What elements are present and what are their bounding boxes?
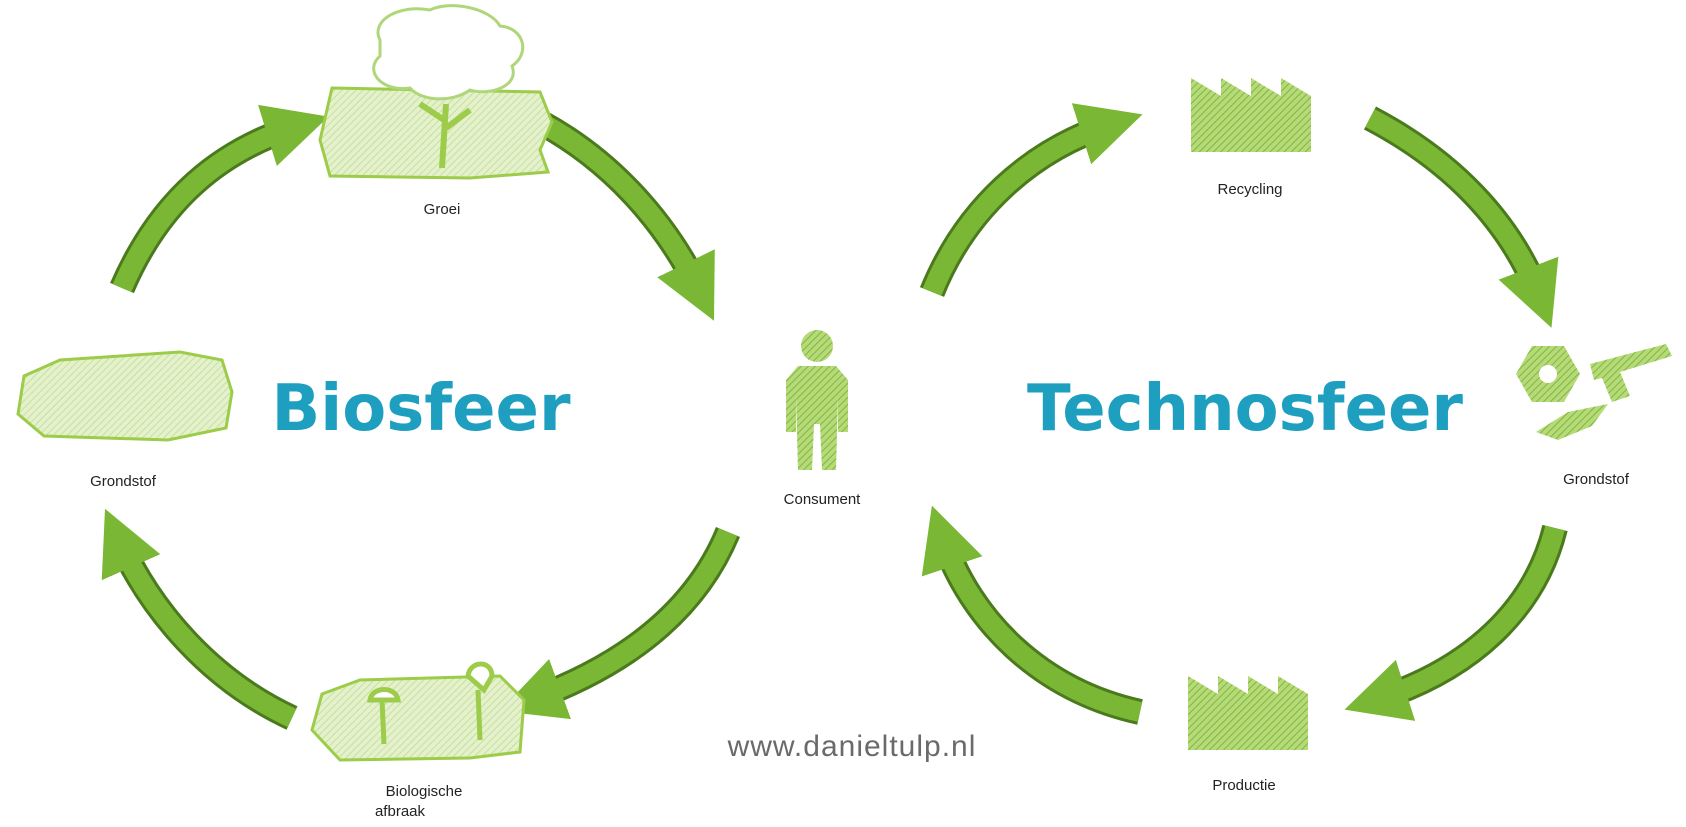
nut-bolt-icon <box>1516 344 1672 440</box>
technosphere-arrows <box>919 103 1568 725</box>
label-recycling: Recycling <box>1217 181 1282 198</box>
label-groei: Groei <box>424 201 461 218</box>
tree-icon <box>318 4 554 180</box>
arrow-consument-to-afbraak <box>525 526 741 713</box>
label-biologische-line1: Biologische <box>386 783 463 800</box>
watermark-url: www.danieltulp.nl <box>727 730 977 763</box>
land-icon <box>16 350 234 442</box>
technosphere-title: Technosfeer <box>1027 372 1463 446</box>
label-consument: Consument <box>784 491 862 508</box>
biosphere-arrows <box>101 104 741 730</box>
decay-icon <box>310 661 526 762</box>
person-icon <box>786 330 848 470</box>
label-biologische-line2: afbraak <box>375 803 426 820</box>
arrow-afbraak-to-grondstof <box>106 532 298 730</box>
arrow-grondstof-to-groei <box>110 113 302 294</box>
label-productie: Productie <box>1212 777 1275 794</box>
label-grondstof-right: Grondstof <box>1563 471 1630 488</box>
arrow-recycling-to-grondstof <box>1363 106 1553 303</box>
factory-icon-productie <box>1188 676 1308 750</box>
arrow-consument-to-recycling <box>919 111 1117 297</box>
biosphere-title: Biosfeer <box>272 372 571 446</box>
label-grondstof-left: Grondstof <box>90 473 157 490</box>
arrow-productie-to-consument <box>929 531 1143 725</box>
factory-icon-recycling <box>1191 78 1311 152</box>
arrow-grondstof-to-productie <box>1371 524 1568 713</box>
